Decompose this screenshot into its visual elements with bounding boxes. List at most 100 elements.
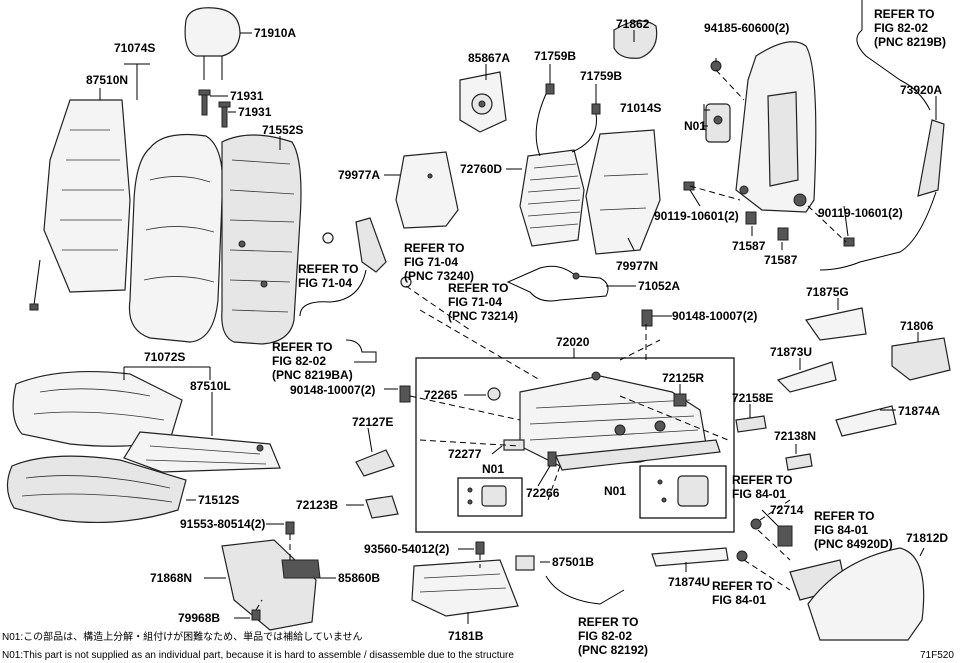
label-90119-a: 90119-10601(2) <box>654 209 739 223</box>
label-refer-8401-a: REFER TO <box>732 473 792 487</box>
label-refer-8202-b3: (PNC 8219BA) <box>272 368 353 382</box>
headrest-part <box>184 7 241 80</box>
cover-71873u <box>776 361 837 393</box>
label-71014S: 71014S <box>620 101 661 115</box>
bracket-72125r <box>673 393 687 407</box>
cover-72158e <box>735 415 767 433</box>
label-73920A: 73920A <box>900 83 942 97</box>
label-71868N: 71868N <box>150 571 192 585</box>
label-71875G: 71875G <box>806 285 849 299</box>
label-94185: 94185-60600(2) <box>704 21 789 35</box>
label-91553: 91553-80514(2) <box>180 517 265 531</box>
clip-8401-lower <box>736 550 748 562</box>
footnotes: N01:この部品は、構造上分解・組付けが困難なため、単品では補給していません N… <box>2 630 954 661</box>
seatback-harness-connector <box>345 339 377 363</box>
cover-72123b <box>365 495 399 519</box>
footnote-japanese: N01:この部品は、構造上分解・組付けが困難なため、単品では補給していません <box>2 630 363 643</box>
label-71587-a: 71587 <box>732 239 766 253</box>
label-90119-b: 90119-10601(2) <box>818 206 903 220</box>
label-72714: 72714 <box>770 503 804 517</box>
seatback-spring-pad-n <box>585 129 661 255</box>
cover-71874a <box>835 405 897 437</box>
seat-adjuster-group-box <box>415 357 735 533</box>
footnote-english: N01:This part is not supplied as an indi… <box>2 650 514 661</box>
label-71812D: 71812D <box>906 531 948 545</box>
label-72277: 72277 <box>448 447 482 461</box>
seatback-trim-cover <box>613 20 658 59</box>
lumbar-motor <box>459 71 507 133</box>
n01-motor-box-right <box>639 465 727 519</box>
seat-switch-handle <box>299 217 412 317</box>
side-airbag-assembly <box>819 0 945 271</box>
seatback-heater-pad <box>29 99 131 311</box>
screw-91553 <box>285 521 295 535</box>
label-refer-8202-c2: FIG 82-02 <box>578 629 632 643</box>
label-71873U: 71873U <box>770 345 812 359</box>
screw-93560 <box>475 541 485 555</box>
label-72127E: 72127E <box>352 415 393 429</box>
seatback-pad <box>221 134 302 345</box>
bolt-90148-left <box>399 385 411 403</box>
part-87501b <box>515 555 535 571</box>
label-refer-7104-c2: FIG 71-04 <box>448 295 502 309</box>
bolt-90148-top <box>641 309 653 327</box>
label-refer-8401-c2: FIG 84-01 <box>712 593 766 607</box>
seat-lower-frame <box>411 559 519 617</box>
label-71759B-a: 71759B <box>534 49 576 63</box>
label-refer-8202-c3: (PNC 82192) <box>578 643 648 657</box>
label-refer-7104-b2: FIG 71-04 <box>298 276 352 290</box>
cover-71806 <box>891 337 951 381</box>
cover-71874u <box>651 547 729 567</box>
seatback-recliner-motor <box>705 103 731 143</box>
label-71587-b: 71587 <box>764 253 798 267</box>
label-72158E: 72158E <box>732 391 773 405</box>
part-72265 <box>487 387 501 401</box>
n01-motor-left <box>467 485 507 507</box>
clip-79968b <box>251 609 261 621</box>
label-93560: 93560-54012(2) <box>364 542 449 556</box>
side-cover-71868n <box>221 539 317 631</box>
side-shield-71812d <box>807 547 925 641</box>
label-refer-8401-b2: FIG 84-01 <box>814 523 868 537</box>
label-refer-8401-c: REFER TO <box>712 579 772 593</box>
harness-82192 <box>545 575 625 605</box>
label-refer-8202-a: REFER TO <box>874 7 934 21</box>
label-refer-8202-a3: (PNC 8219B) <box>874 35 946 49</box>
n01-motor-box-left <box>457 477 523 517</box>
label-72265: 72265 <box>424 388 458 402</box>
label-71759B-b: 71759B <box>580 69 622 83</box>
part-72277 <box>503 439 525 451</box>
label-refer-8401-a2: FIG 84-01 <box>732 487 786 501</box>
label-refer-7104-a3: (PNC 73240) <box>404 269 474 283</box>
seat-cushion-heater-pad <box>123 431 281 473</box>
headrest-guide-pins <box>198 89 231 128</box>
part-85860b <box>281 559 321 579</box>
cover-72138n <box>785 453 813 471</box>
clip-8401-upper <box>750 518 762 530</box>
label-79977A: 79977A <box>338 168 380 182</box>
label-N01-c: N01 <box>604 484 626 498</box>
label-71862: 71862 <box>616 17 650 31</box>
n01-motor-right <box>657 475 709 507</box>
label-refer-8202-c: REFER TO <box>578 615 638 629</box>
label-85867A: 85867A <box>468 51 510 65</box>
label-refer-8202-a2: FIG 82-02 <box>874 21 928 35</box>
seatback-frame <box>735 41 817 213</box>
label-refer-7104-c3: (PNC 73214) <box>448 309 518 323</box>
label-79977N: 79977N <box>616 259 658 273</box>
figure-code: 71F520 <box>920 650 954 661</box>
label-refer-7104-b: REFER TO <box>298 262 358 276</box>
label-71931-a: 71931 <box>230 89 264 103</box>
seatback-spring-pad-a <box>395 151 459 229</box>
label-71874A: 71874A <box>898 404 940 418</box>
label-71074S: 71074S <box>114 41 155 55</box>
label-71072S: 71072S <box>144 350 185 364</box>
label-72123B: 72123B <box>296 498 338 512</box>
label-N01-a: N01 <box>684 119 706 133</box>
label-72138N: 72138N <box>774 429 816 443</box>
label-N01-b: N01 <box>482 462 504 476</box>
bolts-90119 <box>683 181 855 247</box>
label-90148-a: 90148-10007(2) <box>672 309 757 323</box>
label-71910A: 71910A <box>254 26 296 40</box>
